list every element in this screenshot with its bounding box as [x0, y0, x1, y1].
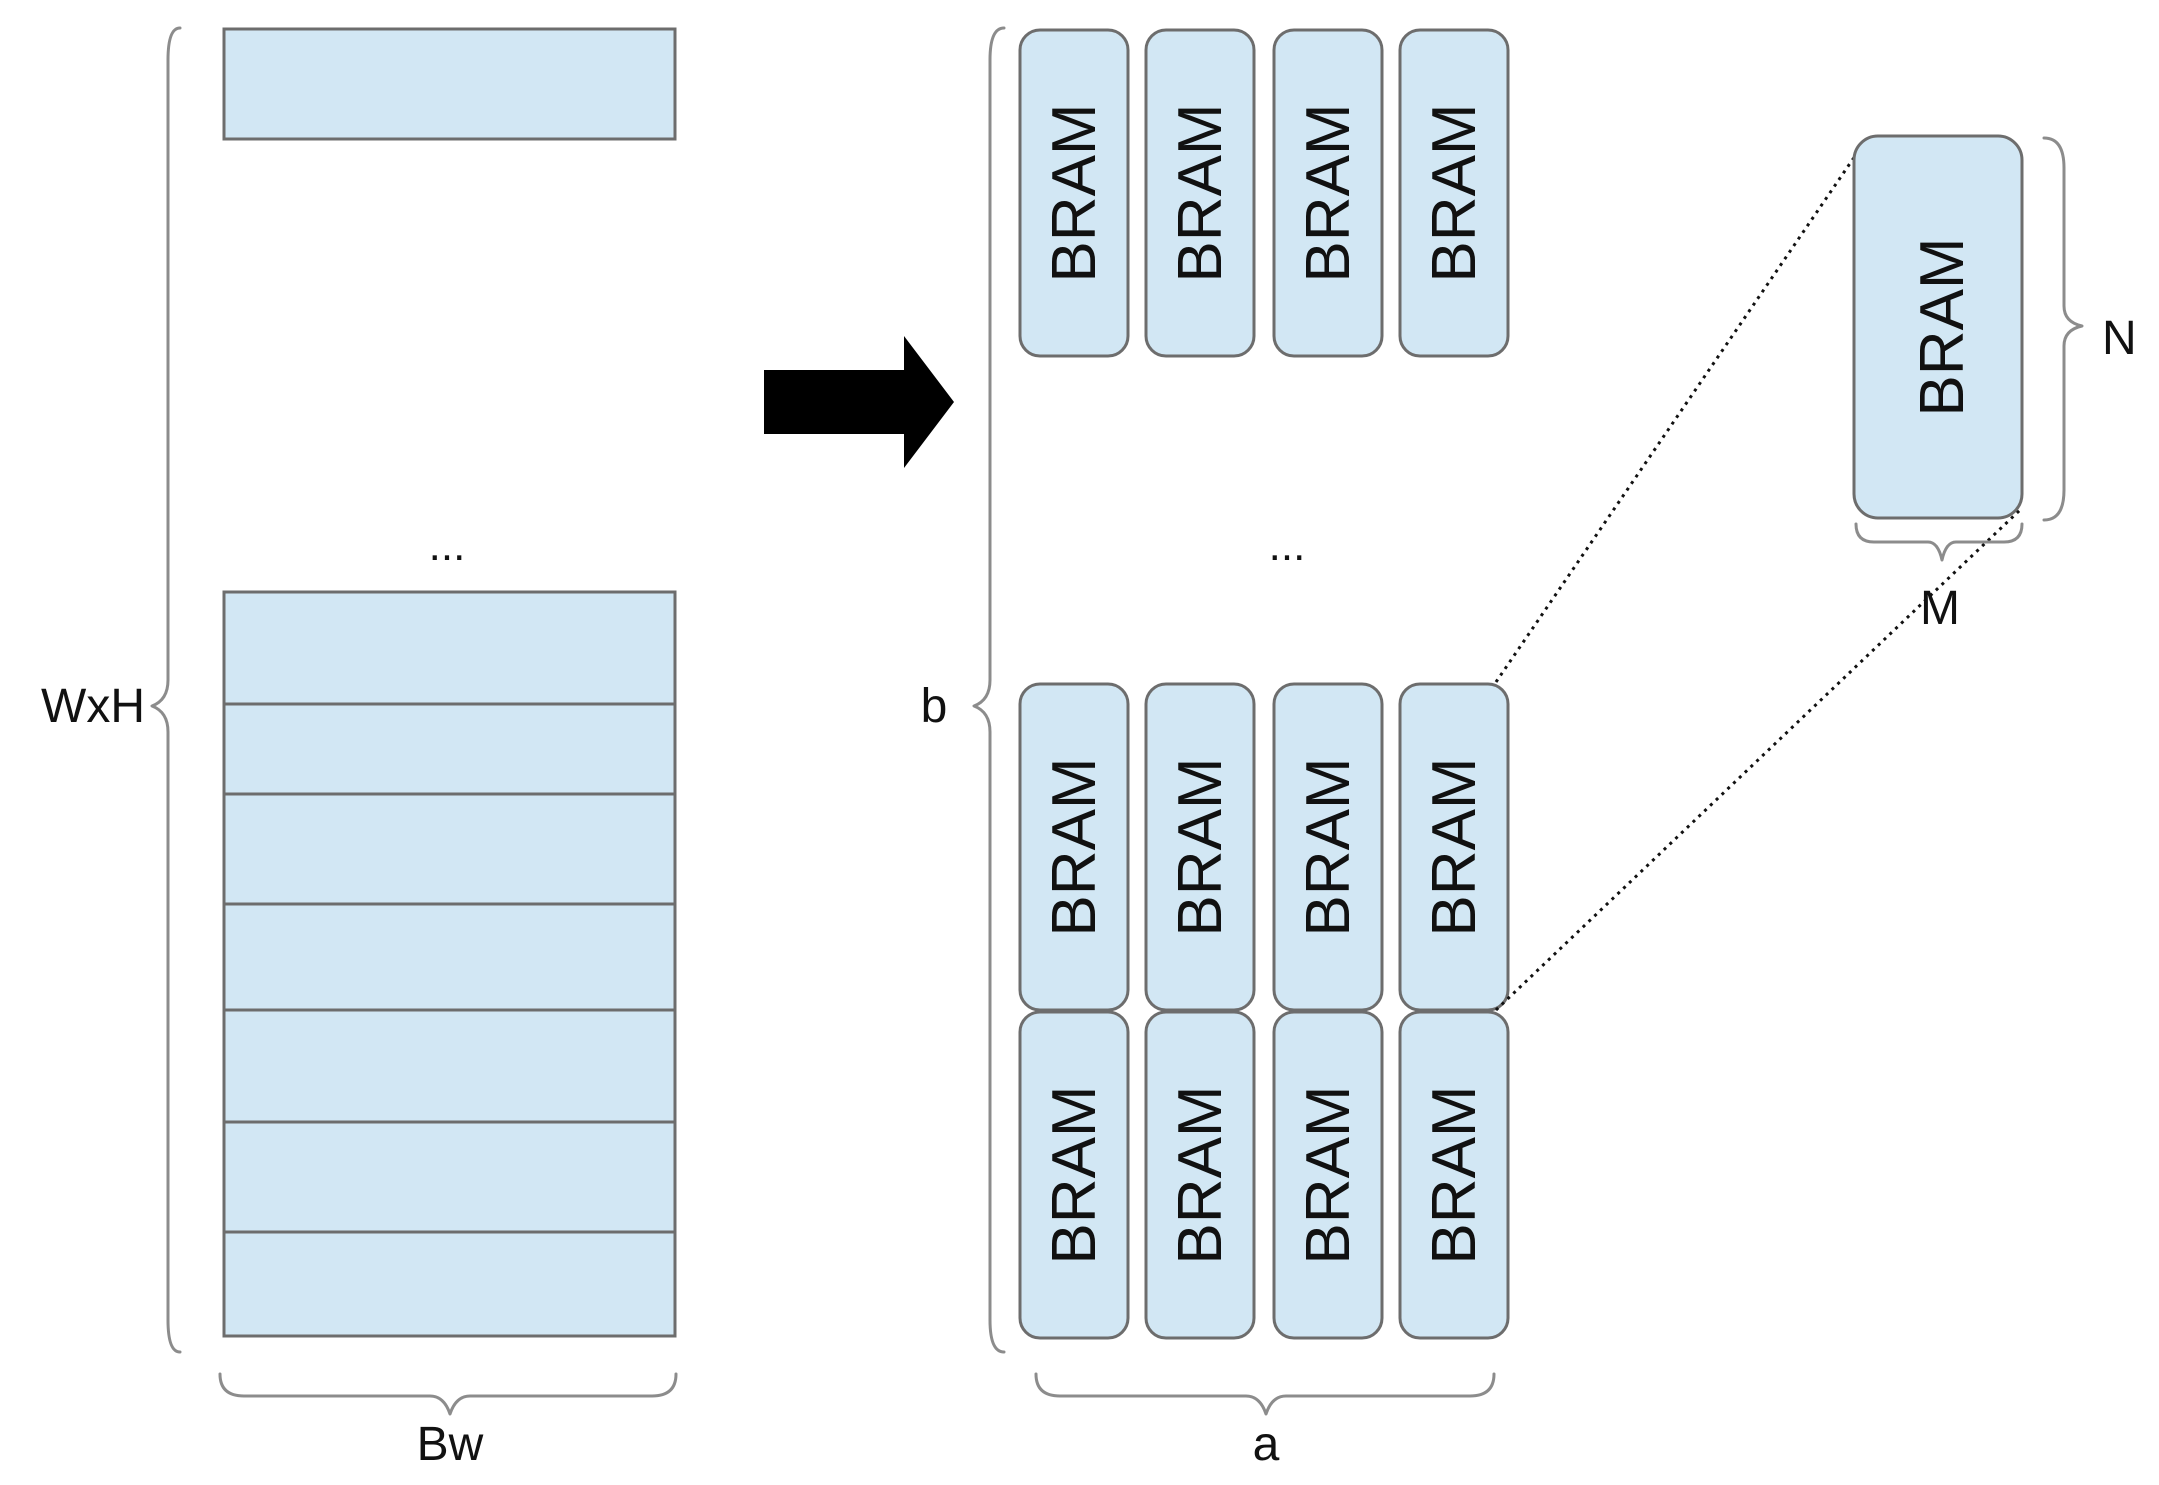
- bram-detail-block: [1852, 134, 2024, 520]
- bram-block-rect: [1272, 1010, 1384, 1340]
- bram-block-label: BRAM: [1420, 757, 1489, 936]
- bram-block: BRAM: [1272, 1010, 1384, 1340]
- bram-block-rect: [1272, 28, 1384, 358]
- bram-block-rect: [1272, 682, 1384, 1012]
- memory-width-brace: [218, 1372, 678, 1416]
- memory-rows-label: WxH: [41, 680, 145, 733]
- bram-block-rect: [1018, 682, 1130, 1012]
- bram-width-brace: [1854, 522, 2024, 562]
- bram-block: BRAM: [1398, 28, 1510, 358]
- bram-rows-brace: [972, 26, 1006, 1354]
- bram-block-label: BRAM: [1294, 103, 1363, 282]
- memory-row: [222, 590, 677, 706]
- bram-block: BRAM: [1018, 1010, 1130, 1340]
- bram-block-label: BRAM: [1294, 1085, 1363, 1264]
- zoom-line-top: [1494, 139, 1868, 683]
- bram-block: BRAM: [1144, 28, 1256, 358]
- bram-block-label: BRAM: [1166, 1085, 1235, 1264]
- bram-block: BRAM: [1272, 28, 1384, 358]
- memory-width-label: Bw: [417, 1418, 484, 1471]
- bram-detail-label: BRAM: [1908, 237, 1977, 416]
- memory-row-top: [222, 27, 677, 141]
- bram-height-brace: [2042, 136, 2084, 522]
- bram-detail: BRAM: [1852, 134, 2024, 520]
- bram-cols-label: a: [1253, 1418, 1280, 1471]
- bram-block-rect: [1398, 28, 1510, 358]
- bram-block: BRAM: [1018, 682, 1130, 1012]
- bram-block-label: BRAM: [1040, 103, 1109, 282]
- bram-block: BRAM: [1144, 1010, 1256, 1340]
- bram-block-rect: [1018, 28, 1130, 358]
- bram-block-label: BRAM: [1040, 757, 1109, 936]
- bram-block: BRAM: [1272, 682, 1384, 1012]
- bram-gap-ellipsis: ...: [1269, 521, 1306, 570]
- bram-block-rect: [1144, 28, 1256, 358]
- memory-row: [222, 702, 677, 796]
- bram-block-label: BRAM: [1166, 103, 1235, 282]
- memory-row: [222, 1120, 677, 1234]
- bram-block-label: BRAM: [1294, 757, 1363, 936]
- bram-height-label: N: [2102, 312, 2137, 365]
- bram-block-rect: [1398, 682, 1510, 1012]
- right-arrow-icon: [764, 336, 954, 468]
- bram-block-rect: [1144, 682, 1256, 1012]
- bram-block-rect: [1144, 1010, 1256, 1340]
- bram-block: BRAM: [1018, 28, 1130, 358]
- bram-block: BRAM: [1398, 1010, 1510, 1340]
- memory-height-brace: [150, 26, 182, 1354]
- bram-block: BRAM: [1398, 682, 1510, 1012]
- bram-rows-label: b: [921, 680, 948, 733]
- bram-block-label: BRAM: [1040, 1085, 1109, 1264]
- bram-cols-brace: [1034, 1372, 1496, 1416]
- bram-width-label: M: [1920, 582, 1960, 635]
- bram-block-label: BRAM: [1420, 1085, 1489, 1264]
- bram-grid: BRAM BRAM BRAM BRAM BRAM BRAM BRAM BRAM BRAM BRAM…: [1018, 28, 1510, 1340]
- memory-row: [222, 792, 677, 906]
- memory-block: [222, 27, 677, 1338]
- memory-gap-ellipsis: ...: [429, 521, 466, 570]
- zoom-line-bottom: [1494, 508, 2022, 1012]
- memory-row: [222, 902, 677, 1012]
- bram-block-rect: [1018, 1010, 1130, 1340]
- bram-block: BRAM: [1144, 682, 1256, 1012]
- memory-row: [222, 1230, 677, 1338]
- bram-block-label: BRAM: [1420, 103, 1489, 282]
- bram-block-label: BRAM: [1166, 757, 1235, 936]
- memory-row: [222, 1008, 677, 1124]
- bram-block-rect: [1398, 1010, 1510, 1340]
